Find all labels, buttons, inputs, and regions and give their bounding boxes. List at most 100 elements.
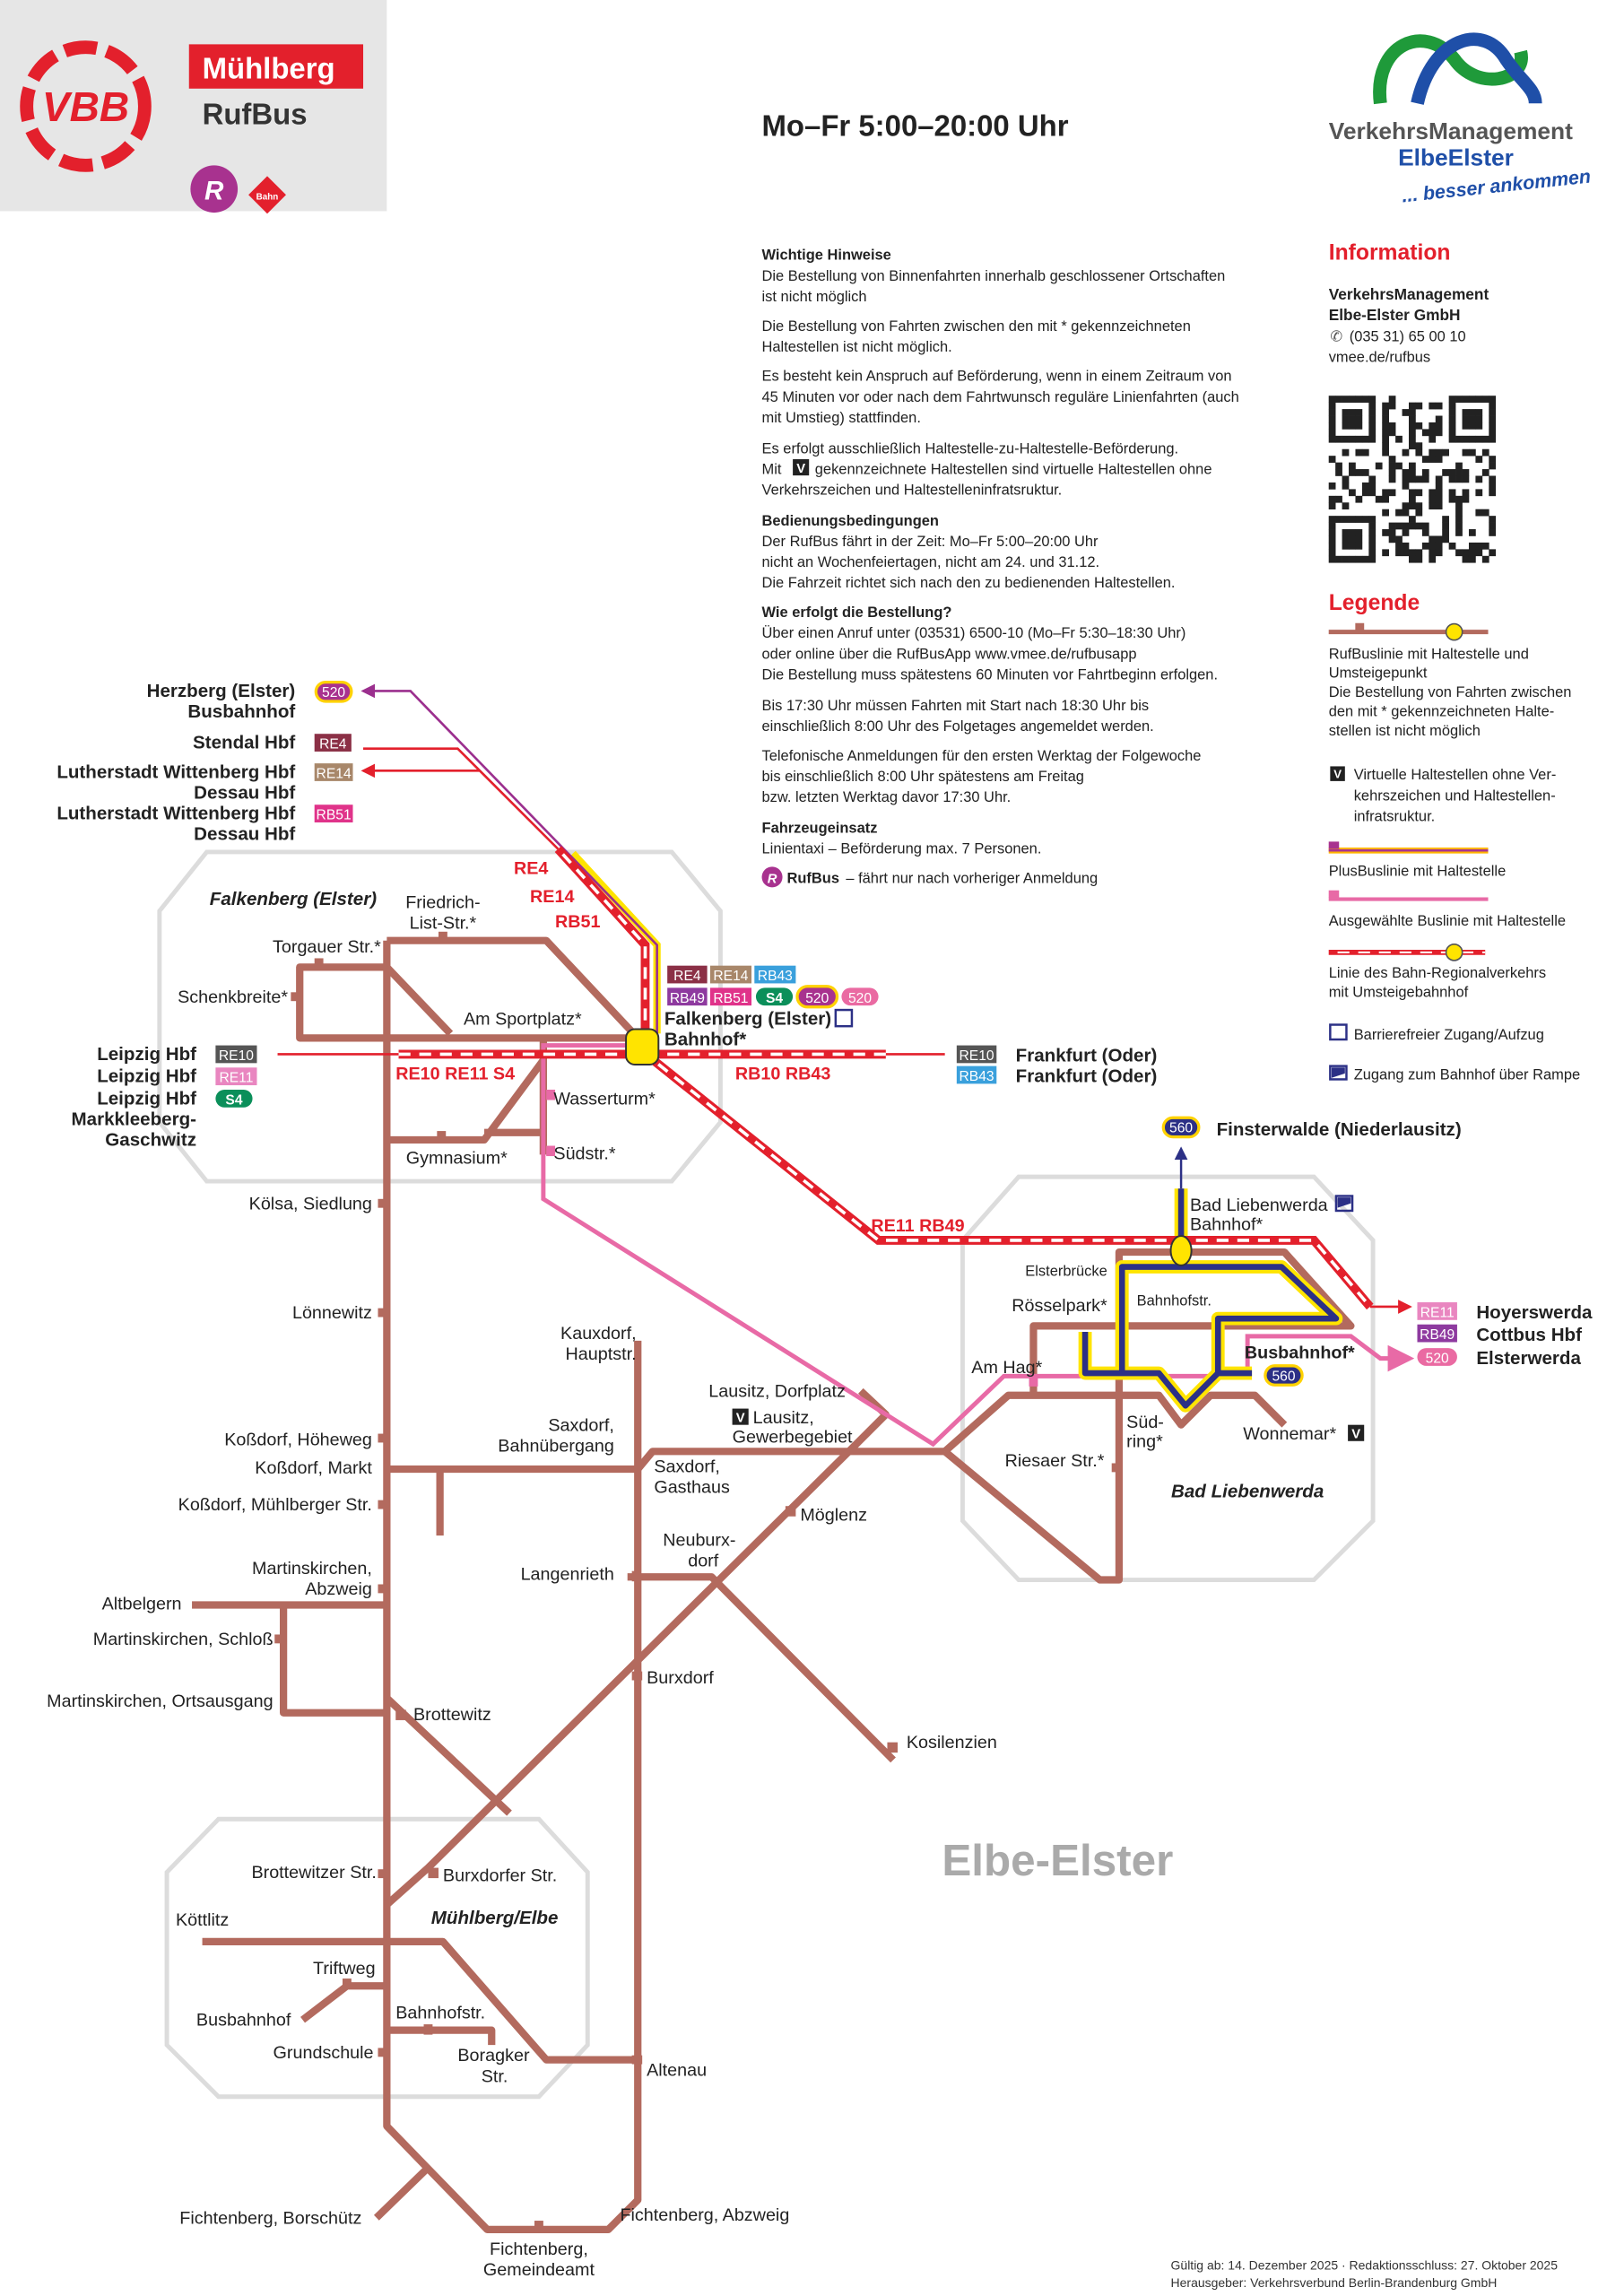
stop-label[interactable]: Boragker — [457, 2046, 530, 2066]
stop-label[interactable]: Lönnewitz — [292, 1303, 372, 1323]
stop-label[interactable]: ring* — [1126, 1431, 1163, 1451]
stop-label[interactable]: Am Sportplatz* — [464, 1010, 582, 1030]
stop-label[interactable]: Burxdorfer Str. — [443, 1866, 557, 1885]
destination-name: Leipzig Hbf — [97, 1088, 196, 1109]
stop-label[interactable]: Riesaer Str.* — [1005, 1451, 1105, 1471]
stop-label[interactable]: Triftweg — [313, 1959, 376, 1979]
stop-label[interactable]: Grundschule — [274, 2043, 374, 2063]
stop-label[interactable]: Saxdorf, — [548, 1415, 614, 1435]
qr-code[interactable] — [1328, 396, 1497, 563]
stop-marker[interactable] — [274, 1634, 285, 1644]
stop-label[interactable]: Kauxdorf, — [560, 1324, 637, 1344]
stop-marker[interactable] — [438, 931, 447, 943]
stop-marker[interactable] — [395, 1709, 406, 1720]
stop-label[interactable]: Busbahnhof* — [1245, 1344, 1355, 1363]
stop-marker[interactable] — [1029, 1376, 1038, 1387]
stop-label[interactable]: Kölsa, Siedlung — [249, 1194, 372, 1213]
stop-label[interactable]: Martinskirchen, Ortsausgang — [47, 1692, 273, 1711]
stop-label[interactable]: Wasserturm* — [553, 1089, 656, 1109]
stop-label[interactable]: Köttlitz — [176, 1910, 229, 1930]
stop-marker[interactable] — [887, 1742, 898, 1753]
stop-label[interactable]: Martinskirchen, — [252, 1559, 372, 1578]
stop-marker[interactable] — [342, 1979, 352, 1989]
stop-marker[interactable] — [378, 1308, 389, 1318]
hub-bad-liebenwerda-icon[interactable] — [1169, 1234, 1193, 1266]
stop-label[interactable]: Brottewitz — [413, 1705, 491, 1725]
stop-label[interactable]: Neuburx- — [663, 1531, 735, 1551]
qr-module — [1368, 529, 1376, 536]
contact-phone[interactable]: (035 31) 65 00 10 — [1350, 328, 1466, 344]
stop-label[interactable]: Gasthaus — [654, 1477, 730, 1497]
stop-marker[interactable] — [314, 958, 324, 969]
stop-label[interactable]: Brottewitzer Str. — [251, 1863, 376, 1883]
qr-module — [1342, 535, 1350, 544]
stop-label[interactable]: Bahnhofstr. — [395, 2003, 485, 2022]
stop-label[interactable]: Fichtenberg, Borschütz — [179, 2208, 361, 2228]
stop-label[interactable]: Langenrieth — [521, 1565, 614, 1585]
stop-marker[interactable] — [546, 1145, 556, 1157]
stop-marker[interactable] — [423, 2024, 433, 2035]
stop-marker[interactable] — [631, 1671, 643, 1681]
stop-label[interactable]: Koßdorf, Höheweg — [224, 1431, 372, 1450]
badge-label: S4 — [225, 1092, 242, 1108]
stop-marker[interactable] — [378, 1584, 389, 1594]
stop-label[interactable]: Bad Liebenwerda — [1190, 1196, 1328, 1215]
stop-label[interactable]: Fichtenberg, — [490, 2239, 588, 2259]
stop-label[interactable]: Bahnübergang — [498, 1436, 614, 1456]
qr-module — [1421, 456, 1429, 463]
stop-marker[interactable] — [534, 2221, 543, 2231]
stop-label[interactable]: Bahnhofstr. — [1137, 1292, 1211, 1309]
stop-label[interactable]: Altbelgern — [102, 1594, 182, 1613]
stop-label[interactable]: Kosilenzien — [907, 1733, 997, 1752]
stop-label[interactable]: Martinskirchen, Schloß — [93, 1630, 274, 1649]
stop-marker[interactable] — [378, 1198, 389, 1208]
stop-label[interactable]: Torgauer Str.* — [273, 937, 381, 957]
stop-label[interactable]: Gewerbegebiet — [733, 1427, 853, 1447]
stop-label[interactable]: Saxdorf, — [654, 1457, 720, 1476]
stop-marker[interactable] — [631, 2055, 643, 2065]
contact-url[interactable]: vmee.de/rufbus — [1329, 349, 1430, 365]
stop-marker[interactable] — [546, 1089, 556, 1100]
ramp-icon-fill — [1337, 1197, 1351, 1208]
stop-marker[interactable] — [378, 2048, 389, 2057]
stop-label[interactable]: Koßdorf, Markt — [255, 1458, 372, 1478]
hub-falkenberg-icon[interactable] — [625, 1028, 660, 1065]
stop-label[interactable]: Str. — [482, 2066, 508, 2086]
stop-marker[interactable] — [1111, 1463, 1123, 1473]
qr-module — [1421, 429, 1429, 437]
stop-marker[interactable] — [378, 1500, 389, 1509]
stop-label[interactable]: Busbahnhof — [196, 2011, 291, 2031]
stop-label[interactable]: Fichtenberg, Abzweig — [620, 2205, 789, 2225]
stop-label[interactable]: Möglenz — [800, 1506, 867, 1526]
stop-label[interactable]: Friedrich- — [405, 892, 480, 912]
stop-marker[interactable] — [631, 1570, 641, 1582]
stop-label[interactable]: dorf — [688, 1552, 719, 1571]
stop-label[interactable]: Bahnhof* — [1190, 1214, 1264, 1234]
stop-marker[interactable] — [428, 1867, 439, 1879]
stop-label[interactable]: Elsterbrücke — [1025, 1263, 1107, 1279]
stop-label[interactable]: Süd- — [1126, 1413, 1164, 1432]
heading-vehicles: Fahrzeugeinsatz — [762, 821, 878, 837]
stop-label[interactable]: Südstr.* — [553, 1144, 615, 1163]
area-label-muehlberg: Mühlberg/Elbe — [431, 1908, 559, 1928]
stop-label[interactable]: Schenkbreite* — [178, 987, 288, 1007]
stop-label[interactable]: Am Hag* — [971, 1358, 1042, 1378]
stop-marker[interactable] — [378, 1869, 389, 1879]
stop-label[interactable]: List-Str.* — [410, 914, 477, 934]
stop-label[interactable]: Hauptstr. — [566, 1344, 637, 1364]
stop-label[interactable]: Koßdorf, Mühlberger Str. — [178, 1495, 372, 1515]
stop-label[interactable]: Abzweig — [305, 1579, 372, 1599]
stop-marker[interactable] — [437, 1131, 447, 1142]
stop-label[interactable]: Burxdorf — [647, 1668, 714, 1688]
stop-label[interactable]: Lausitz, Dorfplatz — [708, 1381, 846, 1401]
stop-label[interactable]: Gymnasium* — [406, 1148, 508, 1168]
stop-marker[interactable] — [291, 992, 301, 1002]
stop-marker[interactable] — [378, 1433, 389, 1443]
stop-label[interactable]: Altenau — [647, 2061, 707, 2081]
stop-label[interactable]: Lausitz, — [753, 1408, 814, 1428]
stop-label[interactable]: Gemeindeamt — [483, 2260, 595, 2280]
stop-label[interactable]: Rösselpark* — [1012, 1296, 1107, 1316]
stop-marker[interactable] — [785, 1506, 796, 1517]
qr-module — [1342, 502, 1350, 510]
stop-label[interactable]: Wonnemar* — [1243, 1424, 1336, 1444]
